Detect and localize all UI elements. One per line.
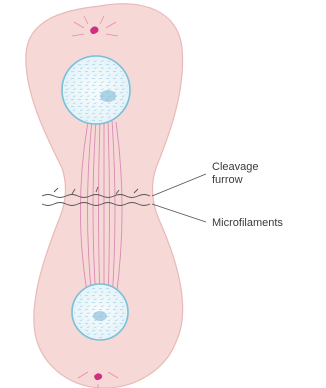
top-nucleus (62, 56, 130, 124)
bottom-nucleus (72, 284, 128, 340)
microfilaments-label: Microfilaments (212, 217, 283, 229)
cleavage-furrow-leader (152, 174, 206, 196)
cleavage-furrow-label: Cleavage furrow (212, 161, 262, 186)
microfilaments-leader (152, 204, 206, 222)
